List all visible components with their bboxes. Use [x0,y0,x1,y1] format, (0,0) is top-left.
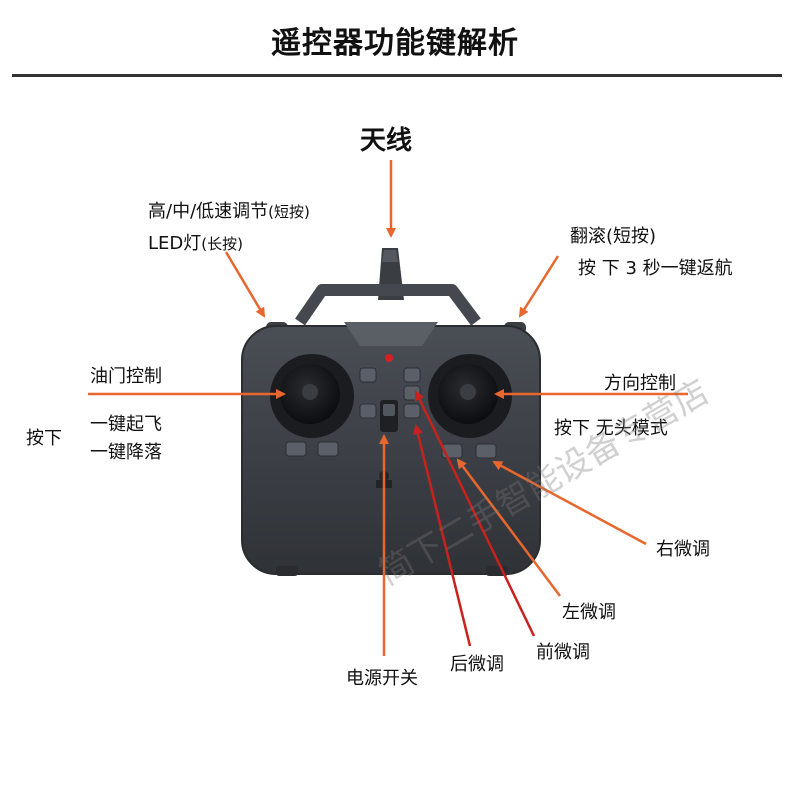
landing-label: 一键降落 [90,442,162,463]
takeoff-label: 一键起飞 [90,414,162,435]
power-led [385,354,393,362]
return-home-label: 按 下 3 秒一键返航 [578,258,733,279]
flip-label: 翻滚(短按) [570,226,657,247]
left-trim-label: 左微调 [562,602,616,623]
antenna-label: 天线 [360,126,413,156]
bottom-left-button-1 [285,441,307,457]
power-label: 电源开关 [346,668,418,689]
speed-label: 高/中/低速调节(短按) [148,201,310,222]
direction-label: 方向控制 [604,373,676,394]
press-label-left: 按下 [26,428,62,449]
forward-trim-label: 前微调 [536,642,590,663]
right-trim-label: 右微调 [656,539,710,560]
page-title: 遥控器功能键解析 [271,26,519,61]
headless-label: 按下 无头模式 [554,418,668,439]
controller-handle [295,284,481,326]
speed-arrow [224,251,266,318]
trim-button-ml [359,403,377,419]
right-trim-arrow [492,460,647,546]
bottom-left-button-2 [317,441,339,457]
left-stick [270,354,354,438]
center-plate [344,322,438,346]
throttle-label: 油门控制 [90,366,162,387]
title-divider [12,74,782,77]
back-trim-button [403,403,421,419]
flip-arrow [518,255,560,318]
right-trim-button [475,443,497,459]
forward-trim-arrow [414,390,536,637]
trim-button-tl [359,367,377,383]
back-trim-arrow [413,424,472,647]
led-label: LED灯(长按) [148,233,243,254]
back-trim-label: 后微调 [450,654,504,675]
right-stick [428,354,512,438]
trim-button-tr [403,367,421,383]
left-trim-arrow [456,458,561,597]
